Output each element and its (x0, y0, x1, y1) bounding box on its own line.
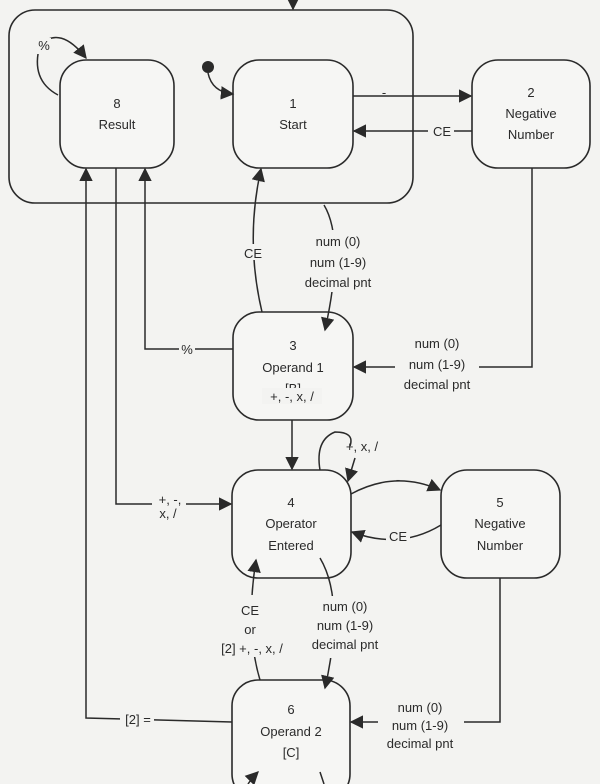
svg-text:4: 4 (287, 495, 294, 510)
transition-negative-to-operand1: num (0) num (1-9) decimal pnt (352, 168, 533, 394)
svg-text:Operand 1: Operand 1 (262, 360, 323, 375)
svg-text:num (1-9): num (1-9) (317, 618, 373, 633)
svg-text:decimal pnt: decimal pnt (404, 377, 471, 392)
svg-text:num (0): num (0) (415, 336, 460, 351)
svg-text:3: 3 (289, 338, 296, 353)
transition-operand2-to-result: [2] = (79, 167, 233, 727)
svg-text:%: % (38, 38, 50, 53)
state-6-operand-2: 6 Operand 2 [C] (231, 679, 351, 784)
transition-operator-to-operand2: num (0) num (1-9) decimal pnt (304, 557, 386, 690)
svg-text:Entered: Entered (268, 538, 314, 553)
svg-text:[2] +, -, x, /: [2] +, -, x, / (221, 641, 283, 656)
svg-text:-: - (382, 85, 386, 100)
transition-negative-to-start: CE (352, 123, 472, 139)
transition-negative-to-operand2: num (0) num (1-9) decimal pnt (349, 578, 501, 760)
transition-result-self: % (36, 36, 87, 96)
transition-start-to-operand1: num (0) num (1-9) decimal pnt (298, 204, 378, 332)
svg-text:6: 6 (287, 702, 294, 717)
svg-text:CE: CE (389, 529, 407, 544)
svg-text:num (0): num (0) (323, 599, 368, 614)
svg-text:decimal pnt: decimal pnt (305, 275, 372, 290)
svg-text:+, -, x, /: +, -, x, / (270, 389, 314, 404)
transition-operand1-to-start: CE (242, 167, 265, 313)
transition-operand1-to-result: % (138, 167, 233, 357)
svg-text:Operand 2: Operand 2 (260, 724, 321, 739)
svg-text:num (1-9): num (1-9) (392, 718, 448, 733)
svg-text:num (1-9): num (1-9) (409, 357, 465, 372)
svg-text:num (0): num (0) (316, 234, 361, 249)
svg-text:x, /: x, / (159, 506, 177, 521)
state-1-start: 1 Start (232, 59, 354, 169)
superstate-container (8, 9, 414, 204)
svg-text:Operator: Operator (265, 516, 317, 531)
svg-text:5: 5 (496, 495, 503, 510)
svg-text:+, x, /: +, x, / (346, 439, 379, 454)
state-5-negative-number: 5 Negative Number (440, 469, 561, 579)
initial-transition (207, 72, 235, 100)
transition-operand2-to-operator: CE or [2] +, -, x, / (216, 558, 290, 681)
transition-operator-self: +, x, / (318, 431, 379, 483)
svg-text:num (1-9): num (1-9) (310, 255, 366, 270)
svg-text:[C]: [C] (283, 745, 300, 760)
svg-text:Number: Number (477, 538, 524, 553)
state-8-result: 8 Result (59, 59, 175, 169)
svg-text:num (0): num (0) (398, 700, 443, 715)
svg-text:CE: CE (241, 603, 259, 618)
svg-text:8: 8 (113, 96, 120, 111)
svg-text:Start: Start (279, 117, 307, 132)
svg-text:2: 2 (527, 85, 534, 100)
svg-text:CE: CE (433, 124, 451, 139)
transition-result-to-operator: +, -, x, / (115, 168, 233, 528)
svg-text:-: - (396, 472, 400, 487)
svg-text:Negative: Negative (505, 106, 556, 121)
transition-operator-to-negative: - (350, 472, 442, 495)
transition-negative-to-operator: CE (350, 524, 442, 544)
svg-text:1: 1 (289, 96, 296, 111)
svg-text:decimal pnt: decimal pnt (387, 736, 454, 751)
svg-text:Negative: Negative (474, 516, 525, 531)
svg-text:Result: Result (99, 117, 136, 132)
state-4-operator-entered: 4 Operator Entered (231, 469, 352, 579)
svg-text:decimal pnt: decimal pnt (312, 637, 379, 652)
transition-operand1-to-operator: +, -, x, / (262, 388, 322, 471)
state-2-negative-number: 2 Negative Number (471, 59, 591, 169)
partial-transitions-bottom (244, 771, 325, 784)
svg-text:[2] =: [2] = (125, 712, 151, 727)
svg-text:+, -,: +, -, (159, 492, 182, 507)
svg-text:Number: Number (508, 127, 555, 142)
svg-text:or: or (244, 622, 256, 637)
transition-start-to-negative: - (353, 85, 473, 103)
svg-text:CE: CE (244, 246, 262, 261)
svg-text:%: % (181, 342, 193, 357)
initial-state-dot (202, 61, 214, 73)
